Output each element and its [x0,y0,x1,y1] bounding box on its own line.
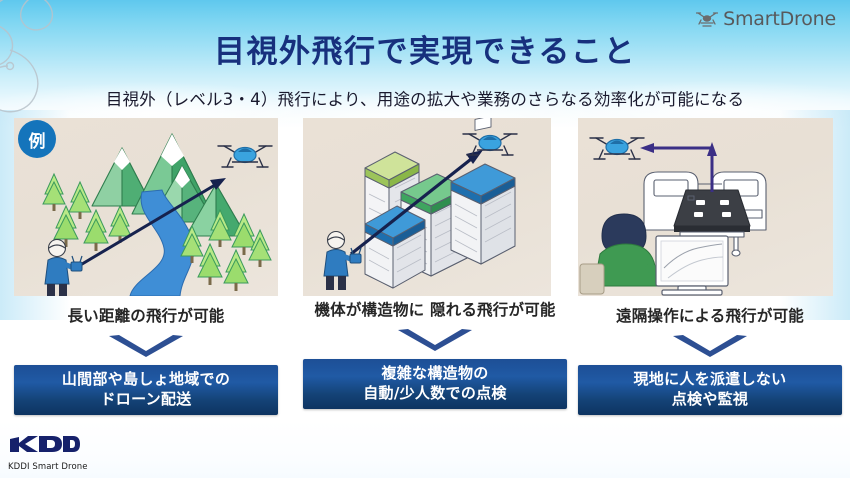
flight-path-arrow [71,178,226,272]
result-line-2: 点検や監視 [671,389,749,408]
caption-line-2: 隠れる飛行が可能 [429,301,556,319]
page-subtitle: 目視外（レベル3・4）飛行により、用途の拡大や業務のさらなる効率化が可能になる [105,90,745,109]
kddi-footer-logo: KDDI Smart Drone [8,434,88,472]
result-line-1: 現地に人を派遣しない [633,370,787,389]
swirl-decoration [0,0,54,113]
page-title: 目視外飛行で実現できること [214,34,636,70]
result-box-drone-delivery: 山間部や島しょ地域での ドローン配送 [14,364,278,415]
result-line-2: ドローン配送 [100,389,192,408]
illustration-panel-remote-operator [578,118,833,296]
brand-name-text: SmartDrone [723,8,836,30]
seated-operator-figure [579,213,679,295]
caption-line-1: 機体が構造物に [314,301,425,319]
example-badge: 例 [18,120,56,158]
mountain-river-forest-drone-illustration [42,133,273,296]
operator-figure [44,238,83,296]
result-line-1: 山間部や島しょ地域での [61,370,231,389]
illustration-panel-buildings [303,118,551,296]
drone-figure [217,145,273,168]
caption-structure-occlusion: 機体が構造物に 隠れる飛行が可能 [303,301,567,321]
chevron-down-icon [673,334,747,357]
chevron-wrap-3 [578,334,842,357]
illustration-panel-mountains: 例 [14,118,278,296]
drone-icon [696,12,719,27]
city-buildings-drone-illustration [323,118,518,290]
remote-operator-drone-port-illustration [579,137,767,296]
result-box-remote-monitoring: 現地に人を派遣しない 点検や監視 [578,364,842,415]
caption-long-distance: 長い距離の飛行が可能 [67,307,225,325]
kddi-sub-text: KDDI Smart Drone [8,462,88,472]
column-structure-occlusion: 機体が構造物に 隠れる飛行が可能 複雑な構造物の 自動/少人数での点検 [303,118,567,409]
monitor [655,235,729,296]
result-line-2: 自動/少人数での点検 [363,383,507,402]
column-long-distance: 例 [14,118,278,415]
smartdrone-brand-logo: SmartDrone [696,8,836,30]
chevron-wrap-2 [303,328,567,351]
drone-figure [462,133,518,156]
result-line-1: 複雑な構造物の [381,364,489,383]
drone-figure [589,137,645,160]
column-remote-operation: 遠隔操作による飛行が可能 現地に人を派遣しない 点検や監視 [578,118,842,415]
operator-figure [323,230,362,290]
chevron-wrap-1 [14,334,278,357]
control-signal-arrows [640,142,717,192]
chevron-down-icon [109,334,183,357]
chevron-down-icon [398,328,472,351]
caption-remote-operation: 遠隔操作による飛行が可能 [616,307,804,325]
kddi-logo-icon [10,436,80,452]
flight-path-arrow [350,150,483,256]
result-box-auto-inspection: 複雑な構造物の 自動/少人数での点検 [303,358,567,409]
